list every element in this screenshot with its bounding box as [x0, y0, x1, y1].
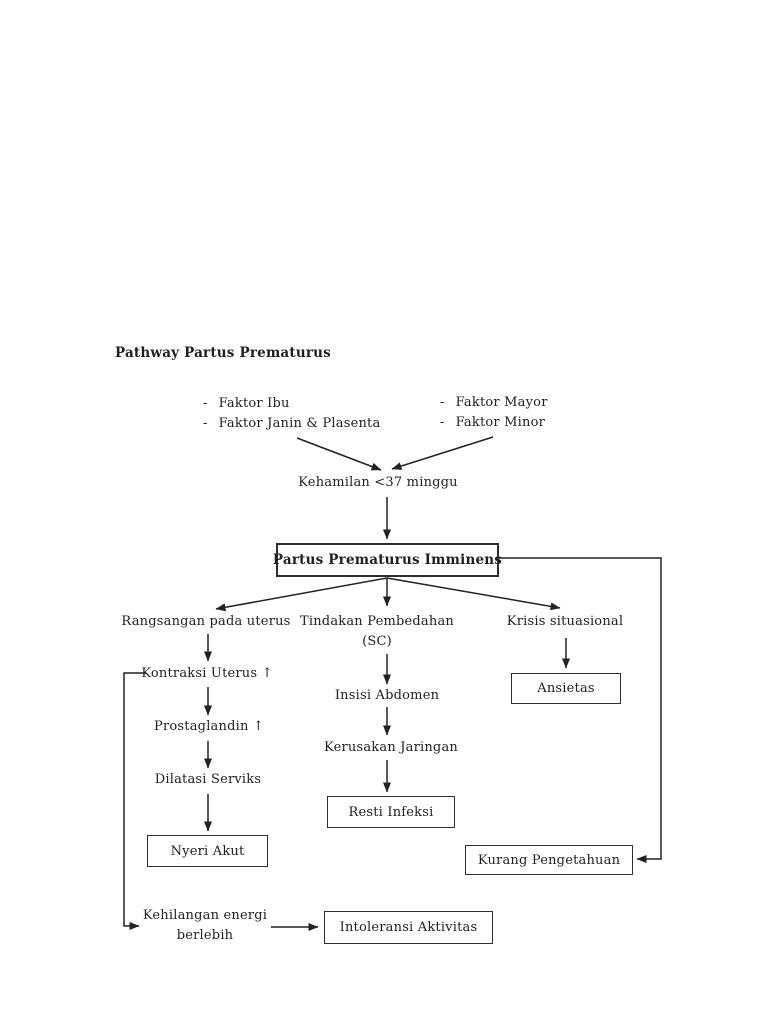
- node-insisi-abdomen: Insisi Abdomen: [334, 688, 440, 703]
- node-rangsangan-uterus: Rangsangan pada uterus: [121, 614, 291, 629]
- box-partus-label: Partus Prematurus Imminens: [272, 552, 503, 568]
- connector-faktor-left-to-kehamilan: [296, 437, 382, 471]
- box-resti-infeksi: Resti Infeksi: [327, 796, 455, 828]
- list-item: - Faktor Mayor: [440, 395, 548, 415]
- box-ansietas: Ansietas: [511, 673, 621, 704]
- box-ansietas-label: Ansietas: [537, 681, 595, 696]
- connector-kontraksi-to-kehilangan: [123, 672, 146, 930]
- box-intoleransi-label: Intoleransi Aktivitas: [339, 920, 478, 935]
- box-kurang-label: Kurang Pengetahuan: [477, 852, 621, 868]
- factor-ibu-label: Faktor Ibu: [218, 396, 290, 411]
- node-tindakan-line1: Tindakan Pembedahan: [300, 614, 454, 629]
- box-intoleransi-aktivitas: Intoleransi Aktivitas: [324, 911, 493, 944]
- box-nyeri-label: Nyeri Akut: [170, 843, 245, 859]
- node-kontraksi-uterus: Kontraksi Uterus ↑: [141, 666, 273, 681]
- box-resti-label: Resti Infeksi: [348, 804, 434, 820]
- node-kehilangan-line2: berlebih: [176, 928, 234, 943]
- factor-list-left: - Faktor Ibu - Faktor Janin & Plasenta: [203, 396, 380, 435]
- node-krisis-situasional: Krisis situasional: [506, 614, 624, 629]
- node-kehilangan-energi: Kehilangan energi berlebih: [143, 906, 267, 946]
- list-item: - Faktor Ibu: [203, 396, 380, 416]
- node-kehamilan: Kehamilan <37 minggu: [298, 475, 458, 490]
- node-prostaglandin: Prostaglandin ↑: [154, 719, 264, 734]
- connector-ppi-to-rangsangan: [215, 577, 388, 612]
- bullet-dash: -: [440, 414, 445, 430]
- node-kerusakan-jaringan: Kerusakan Jaringan: [324, 740, 458, 755]
- node-tindakan-line2: (SC): [362, 634, 392, 649]
- bullet-dash: -: [440, 395, 445, 410]
- list-item: - Faktor Janin & Plasenta: [203, 416, 380, 436]
- factor-minor-label: Faktor Minor: [455, 414, 546, 430]
- list-item: - Faktor Minor: [440, 415, 548, 435]
- connector-faktor-right-to-kehamilan: [391, 436, 494, 470]
- node-tindakan-pembedahan: Tindakan Pembedahan (SC): [300, 612, 454, 652]
- box-kurang-pengetahuan: Kurang Pengetahuan: [465, 845, 633, 875]
- node-kehilangan-line1: Kehilangan energi: [142, 908, 268, 923]
- factor-list-right: - Faktor Mayor - Faktor Minor: [440, 395, 548, 434]
- factor-mayor-label: Faktor Mayor: [455, 395, 548, 410]
- page-title: Pathway Partus Prematurus: [115, 345, 331, 361]
- box-nyeri-akut: Nyeri Akut: [147, 835, 268, 867]
- connector-ppi-to-krisis: [386, 577, 561, 611]
- box-partus-prematurus-imminens: Partus Prematurus Imminens: [272, 543, 503, 577]
- node-dilatasi-serviks: Dilatasi Serviks: [154, 772, 262, 787]
- bullet-dash: -: [203, 415, 208, 431]
- factor-janin-label: Faktor Janin & Plasenta: [218, 415, 381, 431]
- bullet-dash: -: [203, 396, 208, 411]
- connector-ppi-to-kurang-pengetahuan: [499, 557, 662, 863]
